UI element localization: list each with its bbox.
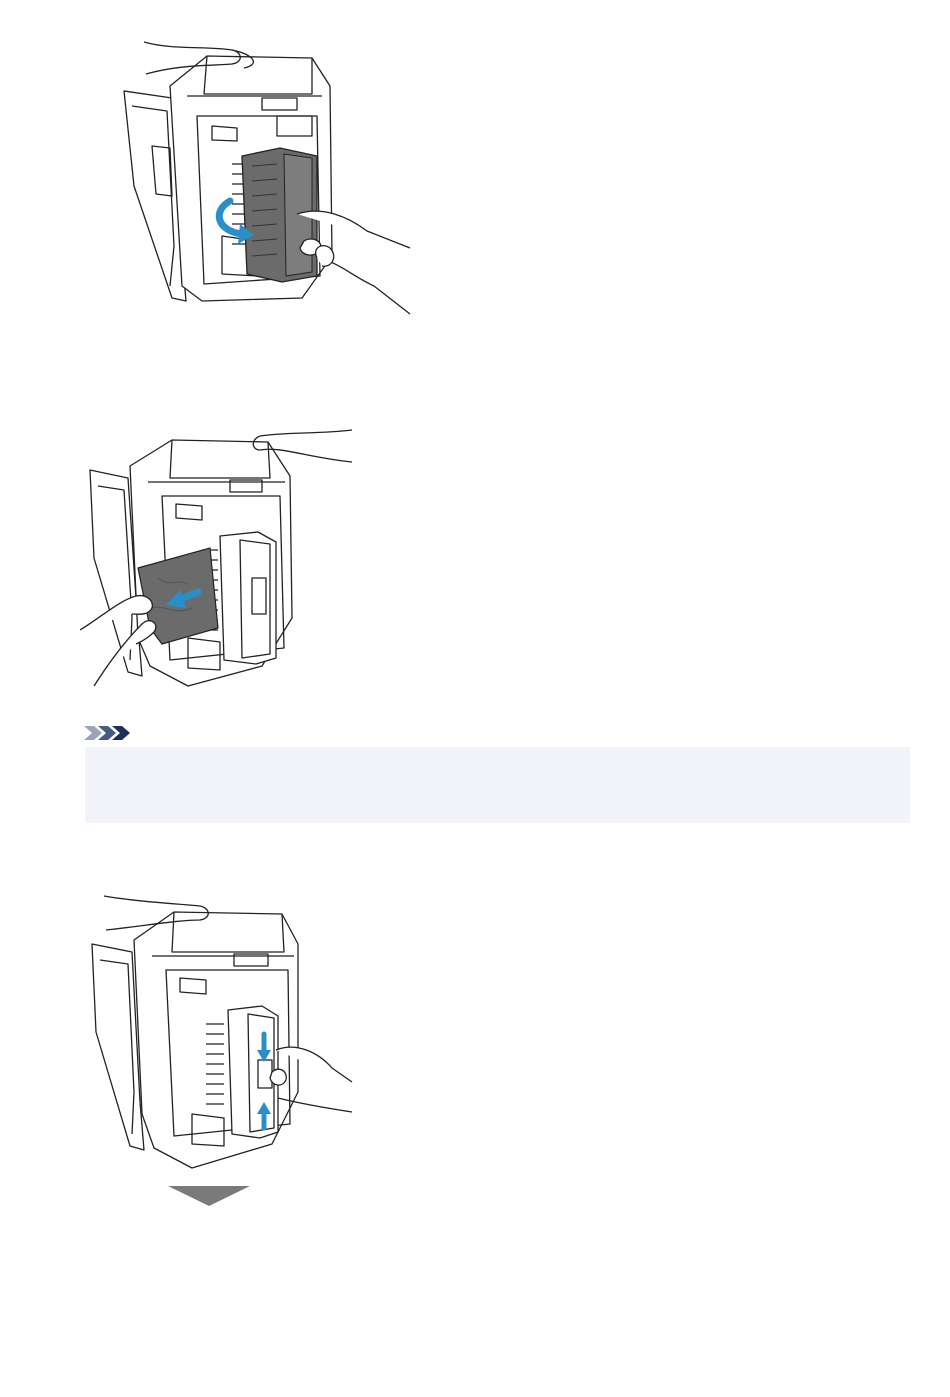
- illustration-pull-out-jammed-paper: [80, 428, 360, 690]
- illustration-reattach-rear-cover: [82, 892, 357, 1174]
- printer-jammed-paper-illustration: [80, 428, 360, 690]
- printer-rear-cover-illustration: [112, 36, 412, 321]
- printer-reattach-cover-illustration: [82, 892, 357, 1174]
- illustration-remove-rear-cover: [112, 36, 412, 321]
- note-chevrons-icon: [84, 724, 132, 742]
- down-triangle-icon: [168, 1186, 250, 1206]
- note-box: [85, 747, 910, 823]
